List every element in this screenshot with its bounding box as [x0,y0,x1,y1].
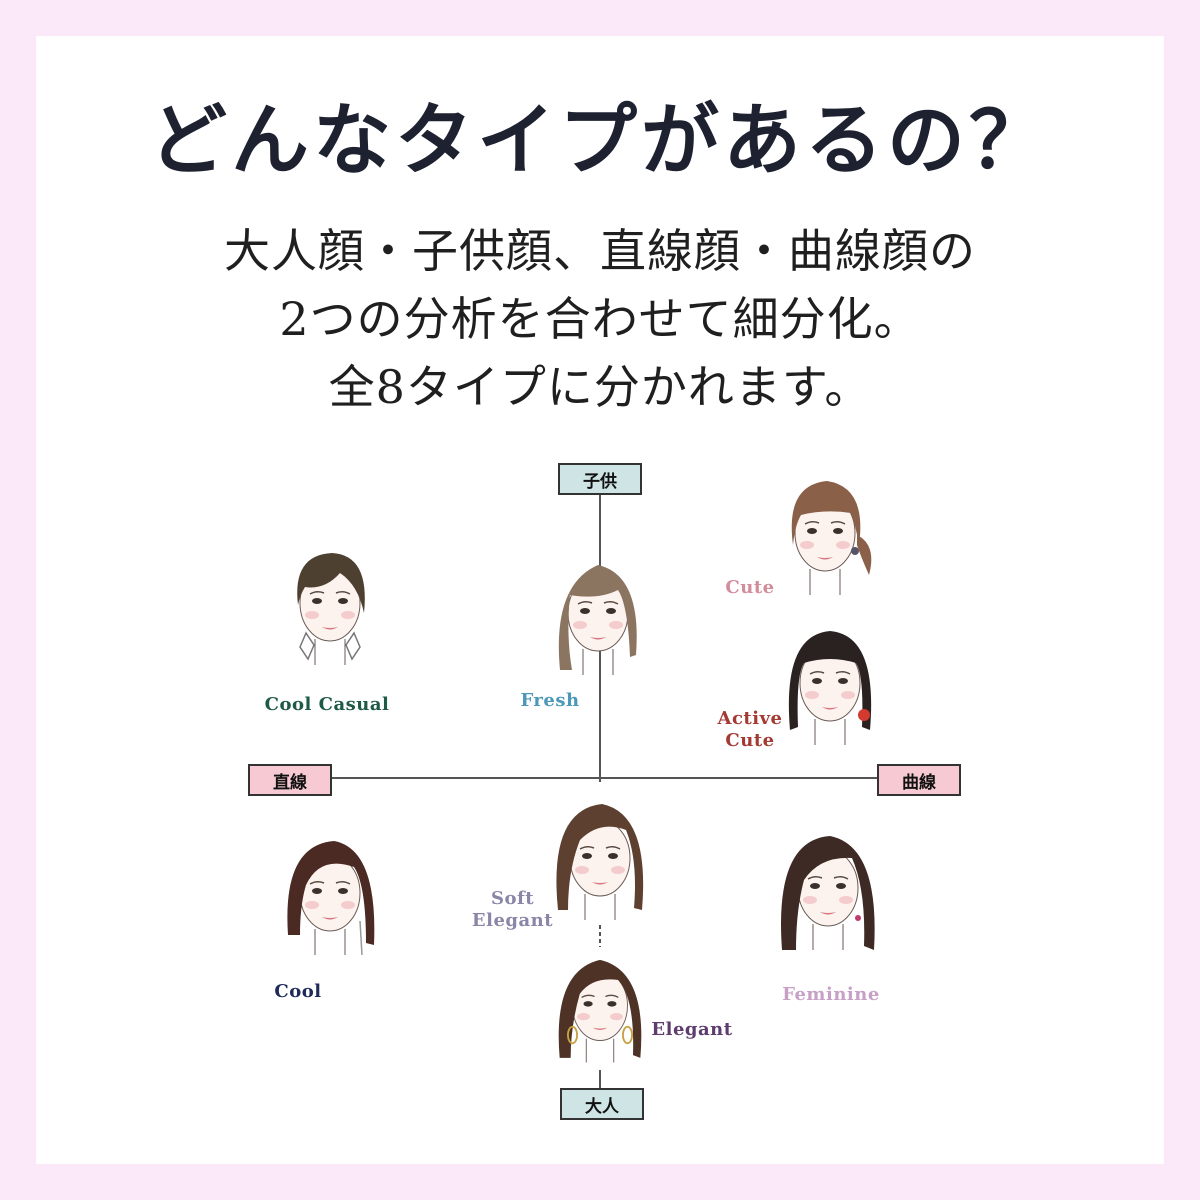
subtitle-line-3: 全8タイプに分かれます。 [328,360,872,414]
fresh-illustration [558,565,637,676]
type-label-active-cute-line2: Cute [725,730,775,751]
axis-tag-curved: 曲線 [877,764,961,796]
type-label-elegant: Elegant [651,1019,733,1040]
type-label-soft-elegant-line2: Elegant [471,910,554,931]
type-label-active-cute: Active Cute [705,708,795,752]
subtitle-line-2: 2つの分析を合わせて細分化。 [279,292,921,346]
axis-tag-child: 子供 [558,463,642,495]
soft-elegant-illustration [556,804,644,921]
cute-illustration [791,481,872,596]
axis-tag-adult: 大人 [560,1088,644,1120]
page-title: どんなタイプがあるの？ [148,95,1051,186]
vertical-axis-lower [599,1070,601,1090]
vertical-axis-dashed [599,925,601,947]
horizontal-axis [330,777,878,779]
cool-casual-illustration [297,553,365,666]
type-label-feminine: Feminine [782,984,880,1005]
axis-tag-straight: 直線 [248,764,332,796]
type-label-cute: Cute [725,577,775,598]
active-cute-illustration [788,631,872,746]
type-label-cool-casual: Cool Casual [264,694,390,715]
type-label-active-cute-line1: Active [717,708,783,729]
type-label-fresh: Fresh [520,690,580,711]
cool-illustration [287,841,375,956]
elegant-illustration [558,959,642,1064]
type-label-soft-elegant: Soft Elegant [465,888,560,932]
subtitle-line-1: 大人顔・子供顔、直線顔・曲線顔の [224,224,976,278]
type-label-soft-elegant-line1: Soft [490,888,535,909]
type-label-cool: Cool [274,981,322,1002]
feminine-illustration [781,836,875,951]
